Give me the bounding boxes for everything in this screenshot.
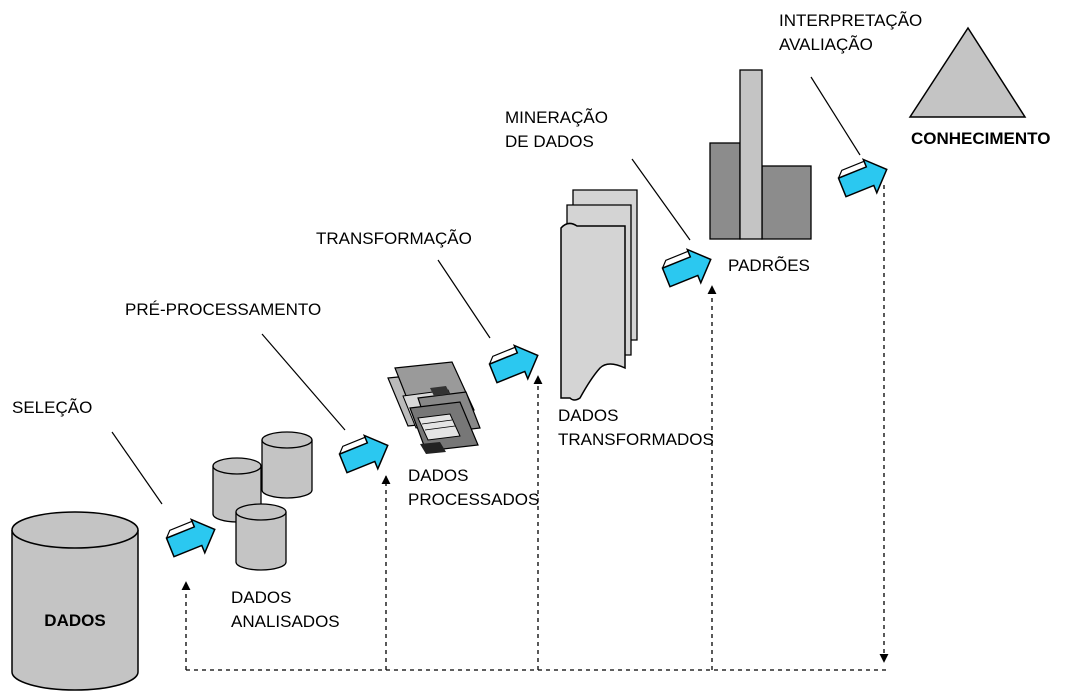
conhecimento-label: CONHECIMENTO [911, 129, 1050, 148]
selecao-label: SELEÇÃO [12, 398, 92, 417]
padroes-bar-icon [709, 69, 812, 240]
interpretacao-label: INTERPRETAÇÃO [779, 11, 922, 30]
dados-transformados-documents-icon [560, 189, 638, 401]
avaliacao-label: AVALIAÇÃO [779, 35, 873, 54]
step-arrow-4 [658, 241, 719, 295]
step-arrow-3 [485, 337, 546, 391]
mineracao-label-line1: MINERAÇÃO [505, 108, 608, 127]
mineracao-label-line2: DE DADOS [505, 132, 594, 151]
transformacao-label: TRANSFORMAÇÃO [316, 229, 472, 248]
dados-processados-label-line2: PROCESSADOS [408, 490, 539, 509]
conhecimento-triangle-icon [908, 26, 1027, 118]
label-pointer-lines [111, 76, 861, 505]
dados-database-icon [11, 511, 139, 691]
dados-label: DADOS [44, 611, 105, 630]
step-arrow-2 [335, 427, 396, 481]
dados-analisados-database-icon [212, 431, 313, 571]
padroes-label: PADRÕES [728, 256, 810, 275]
dados-transformados-label-line2: TRANSFORMADOS [558, 430, 714, 449]
pre-processamento-label: PRÉ-PROCESSAMENTO [125, 300, 321, 319]
dados-analisados-label-line1: DADOS [231, 588, 291, 607]
step-arrow-1 [162, 511, 223, 565]
dados-transformados-label-line1: DADOS [558, 406, 618, 425]
step-arrow-5 [834, 151, 895, 205]
dados-processados-label-line1: DADOS [408, 466, 468, 485]
floppy-disks-icon [387, 361, 481, 454]
feedback-loop-lines [181, 185, 889, 671]
dados-analisados-label-line2: ANALISADOS [231, 612, 340, 631]
